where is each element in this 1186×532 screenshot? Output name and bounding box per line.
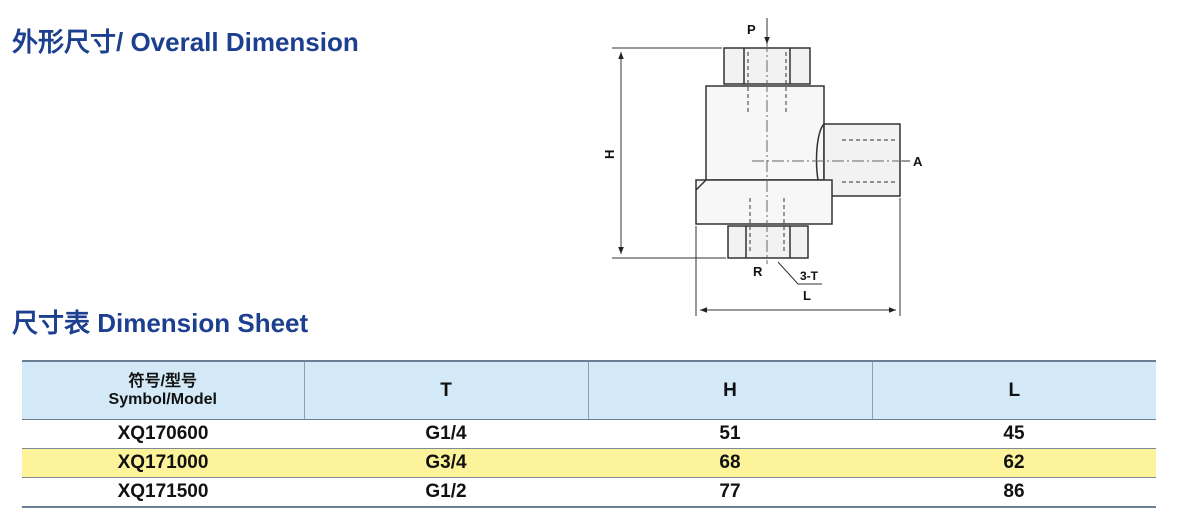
header-l: L: [871, 360, 1156, 420]
cell-l: 45: [872, 419, 1156, 449]
table-header-row: 符号/型号 Symbol/Model T H L: [22, 360, 1156, 420]
header-model-cn: 符号/型号: [128, 372, 197, 390]
label-l: L: [803, 288, 811, 303]
header-t: T: [303, 360, 589, 420]
header-h: H: [587, 360, 873, 420]
cell-t: G1/2: [304, 477, 588, 508]
label-h: H: [602, 150, 617, 159]
label-r: R: [753, 264, 763, 279]
table-row: XQ171000 G3/4 68 62: [22, 448, 1156, 478]
cell-model: XQ171500: [22, 477, 304, 508]
cell-model: XQ171000: [22, 448, 304, 478]
label-3t: 3-T: [800, 269, 819, 283]
overall-dimension-heading: 外形尺寸/ Overall Dimension: [12, 27, 359, 57]
table-row: XQ170600 G1/4 51 45: [22, 419, 1156, 449]
header-model-en: Symbol/Model: [108, 390, 217, 408]
cell-model: XQ170600: [22, 419, 304, 449]
cell-h: 51: [588, 419, 872, 449]
valve-dimension-drawing: P A R 3-T L H: [602, 18, 923, 316]
table-row: XQ171500 G1/2 77 86: [22, 477, 1156, 508]
label-a: A: [913, 154, 923, 169]
cell-t: G1/4: [304, 419, 588, 449]
dimension-sheet-heading: 尺寸表 Dimension Sheet: [12, 308, 309, 338]
header-symbol-model: 符号/型号 Symbol/Model: [22, 360, 305, 420]
cell-l: 86: [872, 477, 1156, 508]
cell-t: G3/4: [304, 448, 588, 478]
dimension-table: 符号/型号 Symbol/Model T H L XQ170600 G1/4 5…: [22, 360, 1156, 508]
label-p: P: [747, 22, 756, 37]
cell-l: 62: [872, 448, 1156, 478]
cell-h: 68: [588, 448, 872, 478]
cell-h: 77: [588, 477, 872, 508]
